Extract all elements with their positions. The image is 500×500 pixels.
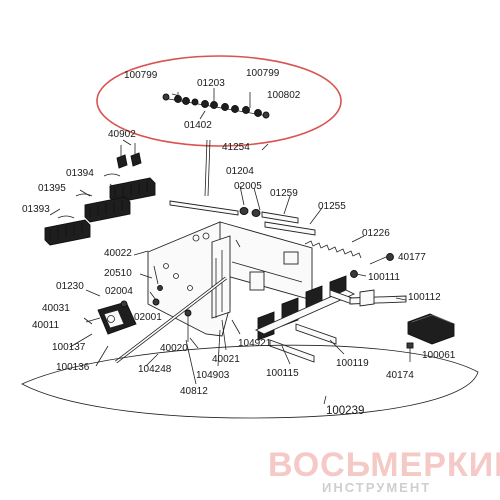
label-100137: 100137 [52, 342, 86, 353]
label-01394: 01394 [66, 168, 94, 179]
part-labels: 100799 01203 100799 100802 01402 40902 4… [22, 68, 456, 417]
highlight-ellipse [96, 55, 342, 147]
wire-41254 [204, 139, 269, 197]
label-01255: 01255 [318, 201, 346, 212]
label-40174: 40174 [386, 370, 414, 381]
base-arc-100239 [21, 344, 479, 419]
watermark-sub: ИНСТРУМЕНТ [322, 480, 431, 495]
rubber-block-01394 [109, 177, 156, 204]
label-100799-right: 100799 [246, 68, 280, 79]
rubber-block-01393 [44, 219, 91, 246]
label-40177: 40177 [398, 252, 426, 263]
pedal-pad-100061 [407, 313, 455, 345]
label-02005: 02005 [234, 181, 262, 192]
label-100239: 100239 [326, 405, 364, 417]
label-01226: 01226 [362, 228, 390, 239]
label-41254: 41254 [222, 142, 250, 153]
label-01395: 01395 [38, 183, 66, 194]
label-100061: 100061 [422, 350, 456, 361]
bolt-40020 [184, 309, 192, 342]
label-40021: 40021 [212, 354, 240, 365]
lever-100112 [349, 289, 407, 307]
label-20510: 20510 [104, 268, 132, 279]
rubber-blocks [44, 173, 156, 246]
label-40011: 40011 [32, 320, 60, 331]
watermark-main: ВОСЬМЕРКИН [268, 446, 500, 484]
main-frame [147, 221, 313, 337]
bolt-40021 [221, 319, 227, 351]
spring-01226 [304, 240, 362, 259]
label-02001: 02001 [134, 312, 162, 323]
label-01230: 01230 [56, 281, 84, 292]
pedal-bracket-100136 [83, 265, 163, 335]
label-01259: 01259 [270, 188, 298, 199]
shaft-01204 [169, 185, 316, 236]
label-100136: 100136 [56, 362, 90, 373]
label-40031: 40031 [42, 303, 70, 314]
pin-assembly-group [162, 88, 270, 120]
label-104903: 104903 [196, 370, 230, 381]
nut-40177 [386, 253, 394, 261]
label-104248: 104248 [138, 364, 172, 375]
label-104921: 104921 [238, 338, 272, 349]
label-100112: 100112 [408, 292, 441, 303]
label-100115: 100115 [266, 368, 299, 379]
rubber-block-01395 [84, 196, 131, 223]
label-01203: 01203 [197, 78, 225, 89]
rod-104248 [115, 276, 227, 364]
label-40902: 40902 [108, 129, 136, 140]
label-01393: 01393 [22, 204, 50, 215]
screw-40174 [406, 342, 414, 362]
label-40812: 40812 [180, 386, 208, 397]
label-100802: 100802 [267, 90, 301, 101]
watermark-logo: ВОСЬМЕРКИН ИНСТРУМЕНТ [268, 446, 500, 495]
label-40020: 40020 [160, 343, 188, 354]
label-02004: 02004 [105, 286, 133, 297]
spring-pins [116, 139, 142, 169]
label-100119: 100119 [336, 358, 369, 369]
label-01204: 01204 [226, 166, 254, 177]
label-01402: 01402 [184, 120, 212, 131]
leader-lines [49, 183, 431, 385]
label-100799-left: 100799 [124, 70, 158, 81]
label-40022: 40022 [104, 248, 132, 259]
label-100111: 100111 [368, 272, 400, 283]
